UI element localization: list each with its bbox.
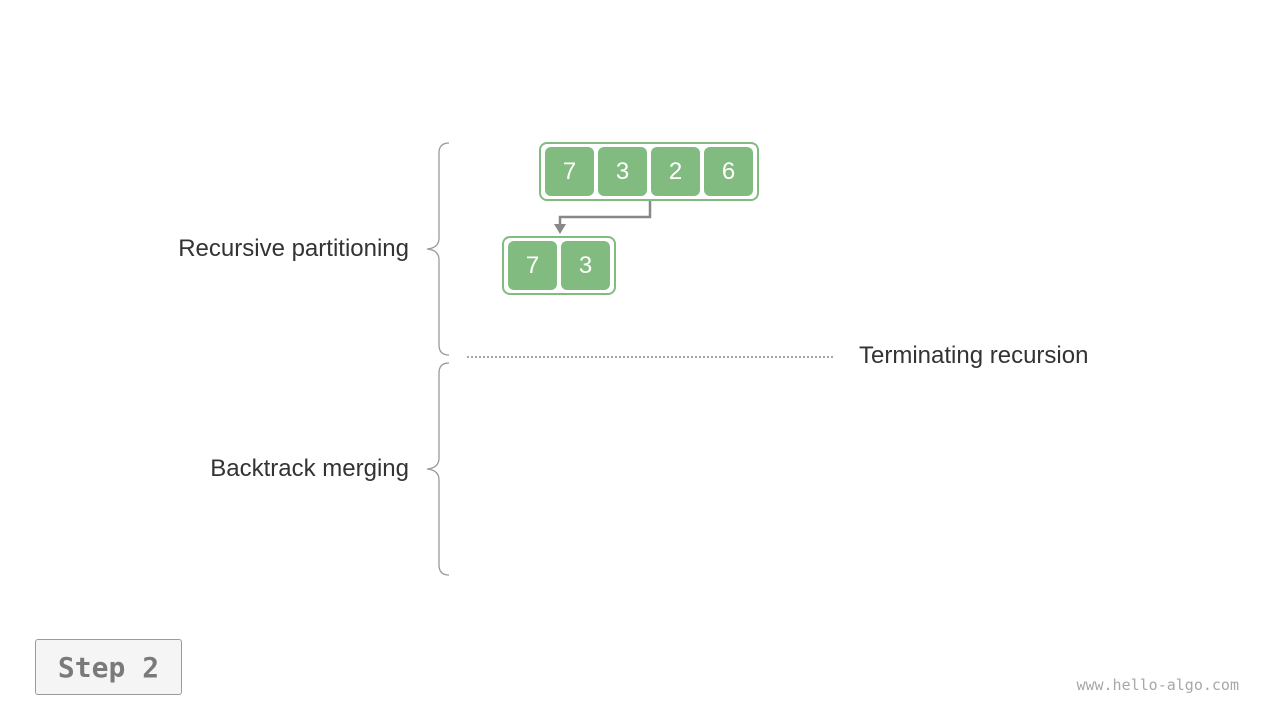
- array-cell: 7: [508, 241, 557, 290]
- merge-brace: [426, 362, 450, 576]
- array-level-1: 7 3: [502, 236, 616, 295]
- split-arrow-head: [554, 224, 566, 234]
- watermark: www.hello-algo.com: [1076, 676, 1239, 694]
- merge-label: Backtrack merging: [210, 455, 409, 482]
- array-cell: 2: [651, 147, 700, 196]
- array-cell: 6: [704, 147, 753, 196]
- array-level-0: 7 3 2 6: [539, 142, 759, 201]
- partition-brace: [426, 142, 450, 356]
- array-cell: 7: [545, 147, 594, 196]
- step-indicator: Step 2: [35, 639, 182, 695]
- array-cell: 3: [598, 147, 647, 196]
- array-cell: 3: [561, 241, 610, 290]
- split-arrow: [558, 199, 652, 226]
- partition-label: Recursive partitioning: [178, 235, 409, 262]
- terminate-label: Terminating recursion: [859, 342, 1089, 369]
